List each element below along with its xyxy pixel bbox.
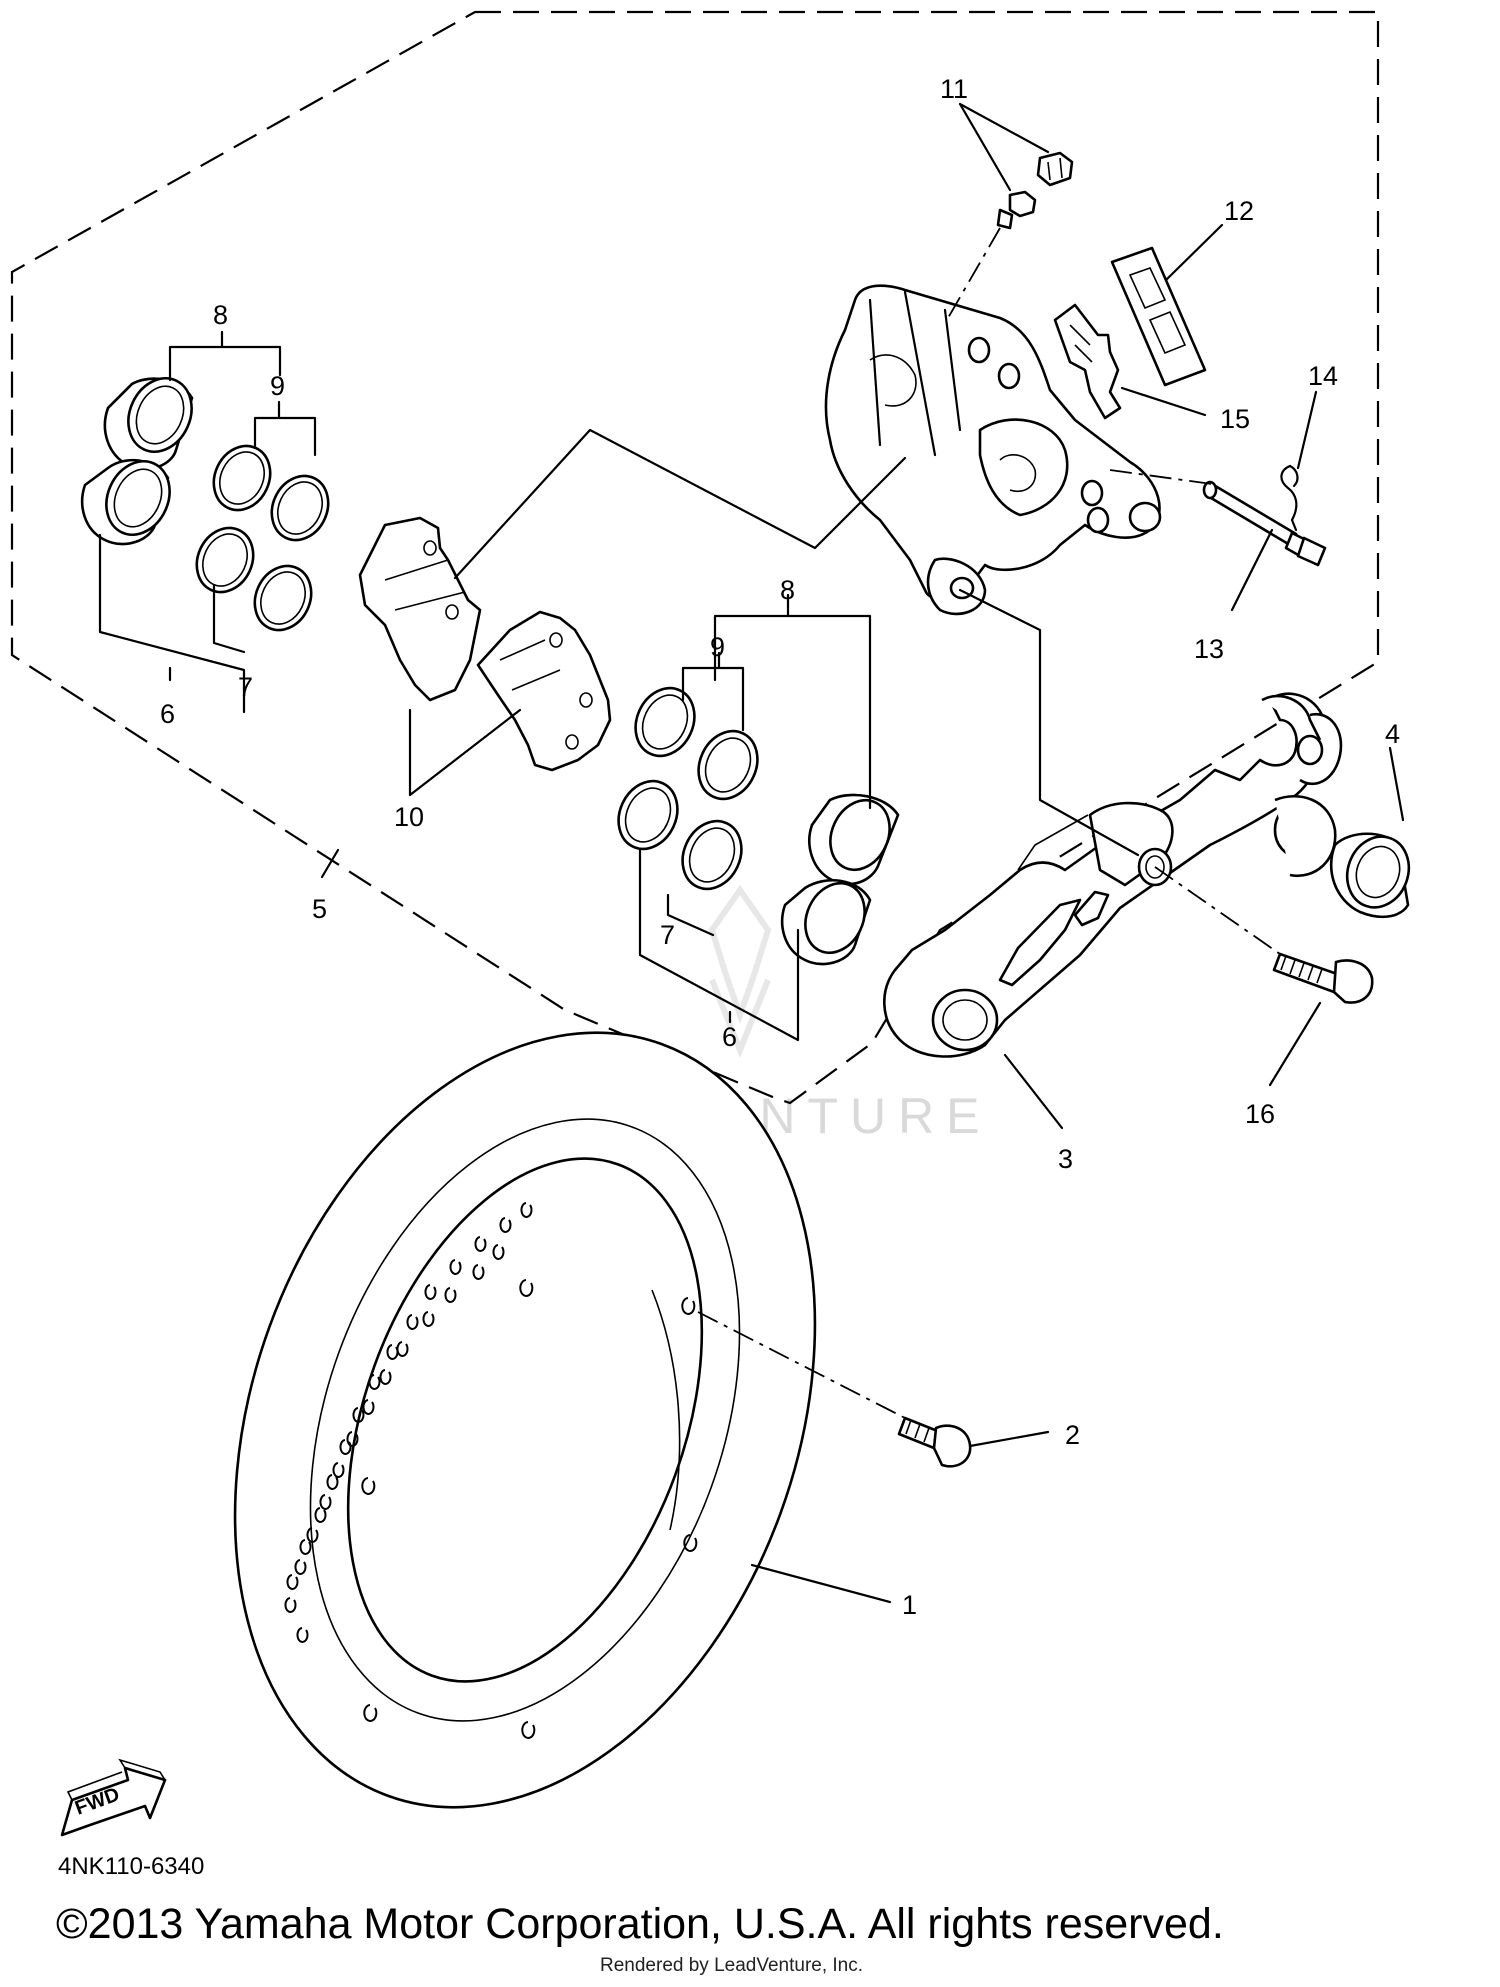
diagram-code: 4NK110-6340	[58, 1853, 205, 1880]
caliper-bracket-part-3	[883, 692, 1343, 1058]
brake-pads-part-10	[358, 516, 612, 772]
forward-arrow-icon: FWD	[60, 1758, 167, 1837]
rendered-by-notice: Rendered by LeadVenture, Inc.	[600, 1955, 864, 1976]
callout-11: 11	[940, 74, 968, 104]
leader-lines	[98, 102, 1405, 1604]
callout-9-left: 9	[270, 371, 285, 401]
callout-7-left: 7	[238, 672, 253, 702]
callout-8-right: 8	[780, 575, 795, 605]
callout-6-left: 6	[160, 699, 175, 729]
bolt-part-16	[1272, 952, 1374, 1004]
callout-15: 15	[1220, 404, 1250, 434]
bleed-screw-part-11	[996, 151, 1074, 230]
clip-part-14	[1280, 464, 1299, 532]
callout-8-left: 8	[213, 300, 228, 330]
callout-3: 3	[1058, 1144, 1073, 1174]
callout-4: 4	[1385, 719, 1400, 749]
callout-9-right: 9	[710, 632, 725, 662]
callout-7-right: 7	[660, 920, 675, 950]
callout-13: 13	[1194, 634, 1224, 664]
callout-5: 5	[312, 894, 327, 924]
callout-numbers: 8 9 7 6 10 5 8 9 7 6 11 12 14 15 13 4 16…	[160, 74, 1400, 1620]
callout-6-right: 6	[722, 1022, 737, 1052]
brake-disc-part-1	[233, 1031, 817, 1809]
copyright-notice: ©2013 Yamaha Motor Corporation, U.S.A. A…	[56, 1900, 1224, 1948]
disc-bolt-part-2	[897, 1416, 972, 1468]
callout-12: 12	[1224, 196, 1254, 226]
right-piston-group	[617, 686, 900, 966]
pad-shim-part-12	[1110, 246, 1207, 387]
left-piston-group	[80, 377, 330, 632]
assembly-lines	[697, 227, 1281, 1419]
callout-2: 2	[1065, 1420, 1080, 1450]
callout-10: 10	[394, 802, 424, 832]
pad-spring-part-15	[1053, 303, 1122, 420]
leadventure-logo-icon	[708, 884, 772, 1059]
spacer-part-4	[1329, 832, 1411, 919]
callout-1: 1	[902, 1590, 917, 1620]
caliper-assembly-boundary	[10, 10, 1380, 1105]
callout-16: 16	[1245, 1099, 1275, 1129]
brake-caliper-body	[824, 284, 1162, 616]
pad-pin-part-13	[1202, 480, 1327, 567]
callout-14: 14	[1308, 361, 1338, 391]
